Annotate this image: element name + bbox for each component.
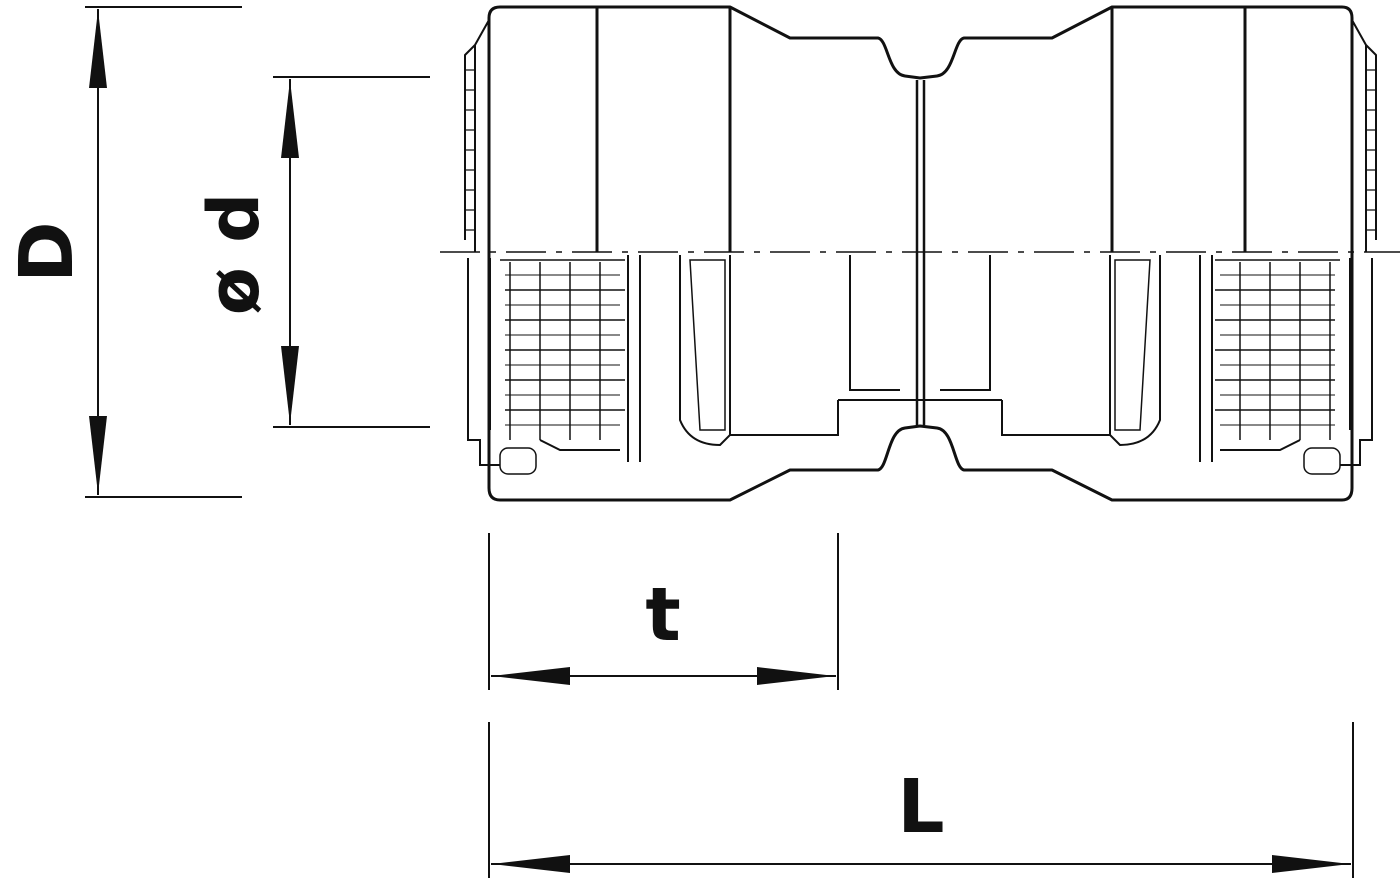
arrow-L-right xyxy=(1272,855,1350,873)
left-grip-ring xyxy=(467,258,625,475)
arrow-d-bottom xyxy=(281,346,299,424)
label-D: D xyxy=(4,221,90,282)
dimension-D xyxy=(85,6,242,498)
arrow-d-top xyxy=(281,80,299,158)
arrow-D-bottom xyxy=(89,416,107,494)
left-sleeve-inner xyxy=(689,259,726,431)
arrow-t-right xyxy=(757,667,835,685)
left-end-cap xyxy=(464,19,490,252)
section-view xyxy=(627,255,1213,462)
dimension-L xyxy=(488,722,1354,878)
right-sleeve-section xyxy=(940,255,1213,462)
label-L: L xyxy=(897,764,944,850)
label-d: ø d xyxy=(193,193,275,316)
arrow-D-top xyxy=(89,10,107,88)
arrow-t-left xyxy=(492,667,570,685)
left-sleeve-section xyxy=(627,255,900,462)
coupling-body xyxy=(464,5,1377,502)
dimension-t xyxy=(488,533,839,690)
dimension-d xyxy=(273,76,430,428)
right-end-cap xyxy=(1351,19,1377,252)
coupling-outline xyxy=(487,5,1354,502)
end-knurling xyxy=(465,69,1376,231)
right-sleeve-inner xyxy=(1114,259,1151,431)
arrow-L-left xyxy=(492,855,570,873)
label-t: t xyxy=(645,572,680,658)
right-grip-ring xyxy=(1215,258,1373,475)
